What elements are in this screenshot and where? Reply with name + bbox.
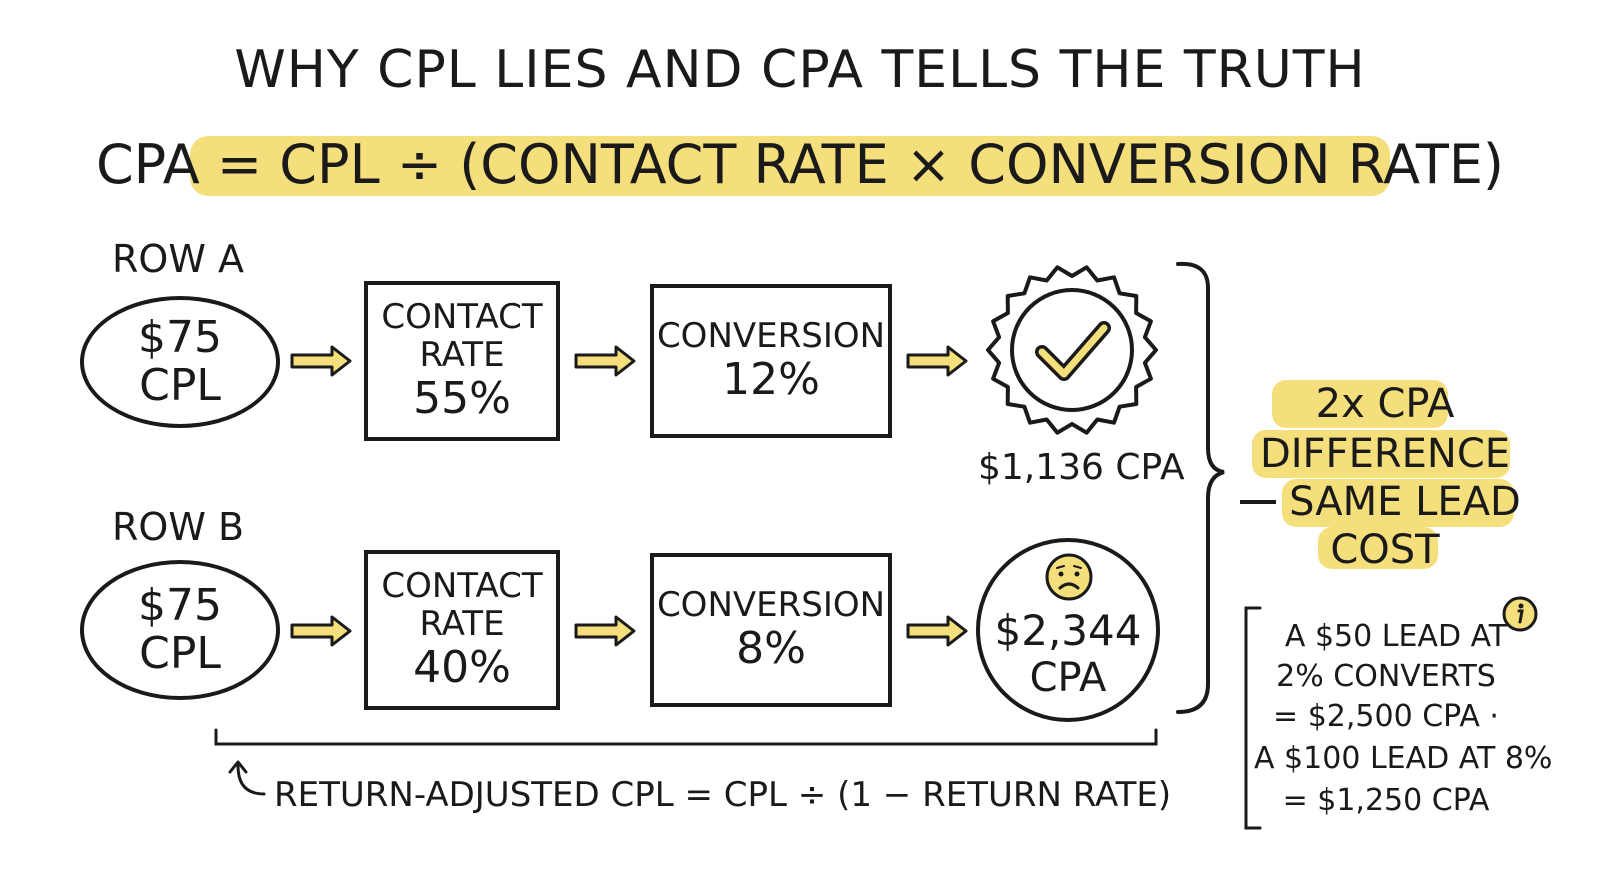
diff-highlight-4	[1318, 527, 1438, 569]
check-badge-icon	[986, 265, 1158, 435]
row-b-arrow-3	[906, 615, 968, 647]
main-formula: CPA = CPL ÷ (CONTACT RATE × CONVERSION R…	[95, 133, 1505, 196]
row-a-cpl-value: $75	[138, 312, 222, 364]
row-a-cpl-oval: $75 CPL	[80, 296, 280, 428]
curved-arrow-icon	[228, 760, 266, 796]
note-line-3: = $2,500 CPA ·	[1273, 699, 1499, 734]
diff-highlight-2	[1252, 430, 1510, 478]
right-brace	[1176, 261, 1225, 714]
diff-line-3: SAME LEAD	[1289, 479, 1521, 525]
row-b-arrow-2	[574, 615, 636, 647]
row-b-cpl-oval: $75 CPL	[80, 560, 280, 700]
row-b-conversion-value: 8%	[736, 622, 806, 674]
row-a-label: ROW A	[112, 237, 244, 281]
row-b-result-circle	[976, 538, 1160, 722]
row-b-contact-value: 40%	[413, 641, 511, 693]
row-b-label: ROW B	[112, 505, 245, 549]
note-line-4: A $100 LEAD AT 8%	[1254, 741, 1553, 776]
note-line-5: = $1,250 CPA	[1282, 783, 1490, 818]
row-a-result: $1,136 CPA	[978, 447, 1185, 488]
row-a-contact-box: CONTACT RATE 55%	[364, 281, 560, 441]
note-line-1: A $50 LEAD AT	[1284, 619, 1508, 654]
footer-formula: RETURN-ADJUSTED CPL = CPL ÷ (1 − RETURN …	[274, 775, 1172, 815]
bottom-bracket	[214, 728, 1158, 746]
sad-face-icon	[1045, 553, 1093, 601]
diff-highlight-1	[1272, 380, 1448, 428]
diff-line-4: COST	[1330, 527, 1440, 573]
diff-line-2: DIFFERENCE	[1259, 431, 1511, 477]
row-a-conversion-label: CONVERSION	[656, 315, 886, 356]
row-a-conversion-box: CONVERSION 12%	[650, 284, 892, 438]
diff-highlight-3	[1282, 479, 1514, 527]
page-title: WHY CPL LIES AND CPA TELLS THE TRUTH	[234, 40, 1366, 100]
row-b-arrow-1	[290, 615, 352, 647]
row-b-conversion-box: CONVERSION 8%	[650, 553, 892, 707]
row-b-conversion-label: CONVERSION	[656, 584, 886, 625]
row-b-cpl-unit: CPL	[139, 628, 221, 679]
diff-line-1: 2x CPA	[1315, 381, 1455, 427]
row-a-contact-label-1: CONTACT	[381, 296, 543, 337]
row-a-cpl-unit: CPL	[139, 360, 221, 411]
row-b-result-value: $2,344	[994, 606, 1142, 655]
info-icon	[1502, 596, 1538, 632]
note-line-2: 2% CONVERTS	[1276, 659, 1496, 694]
note-bracket	[1244, 606, 1262, 830]
row-a-arrow-2	[574, 345, 636, 377]
row-a-arrow-1	[290, 345, 352, 377]
row-b-contact-box: CONTACT RATE 40%	[364, 550, 560, 710]
row-b-contact-label-2: RATE	[419, 603, 505, 644]
row-a-conversion-value: 12%	[722, 353, 820, 405]
row-b-contact-label-1: CONTACT	[381, 565, 543, 606]
row-a-arrow-3	[906, 345, 968, 377]
row-b-result-unit: CPA	[1029, 655, 1107, 701]
row-a-contact-value: 55%	[413, 372, 511, 424]
formula-highlight	[190, 136, 1390, 196]
row-a-contact-label-2: RATE	[419, 334, 505, 375]
row-b-cpl-value: $75	[138, 580, 222, 632]
diff-dash	[1240, 500, 1276, 504]
